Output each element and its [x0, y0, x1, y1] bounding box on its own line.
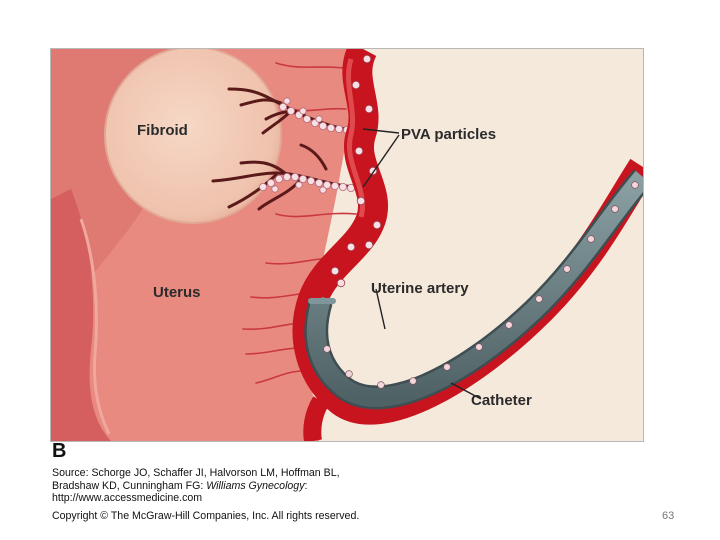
- catheter-particles: [323, 181, 639, 389]
- pva-particles-lower: [258, 173, 355, 194]
- leader-lines: [362, 128, 482, 400]
- source-url: http://www.accessmedicine.com: [52, 492, 203, 504]
- uterine-cavity: [51, 189, 111, 441]
- label-uterine-artery: Uterine artery: [371, 280, 469, 297]
- illustration-svg: Fibroid PVA particles Uterus Uterine art…: [51, 49, 643, 441]
- artery-tail: [303, 396, 329, 441]
- source-book-title: Williams Gynecology: [206, 479, 305, 492]
- panel-letter: B: [52, 440, 67, 462]
- embolization-illustration: Fibroid PVA particles Uterus Uterine art…: [50, 48, 644, 442]
- label-uterus: Uterus: [153, 284, 201, 301]
- uterine-cavity-highlight: [79, 218, 111, 435]
- label-catheter: Catheter: [471, 392, 532, 409]
- label-pva-particles: PVA particles: [401, 126, 496, 143]
- source-line-1: Source: Schorge JO, Schaffer JI, Halvors…: [52, 467, 340, 479]
- copyright-line: Copyright © The McGraw-Hill Companies, I…: [52, 509, 360, 522]
- source-line-2: Bradshaw KD, Cunningham FG: Williams Gyn…: [52, 480, 359, 493]
- uterine-artery-highlight: [345, 58, 365, 218]
- source-citation: Source: Schorge JO, Schaffer JI, Halvors…: [52, 467, 359, 522]
- label-fibroid: Fibroid: [137, 122, 188, 139]
- lower-vessel-branch: [211, 143, 358, 211]
- fibroid: [104, 49, 282, 224]
- slide-number: 63: [662, 510, 675, 522]
- source-line-2-prefix: Bradshaw KD, Cunningham FG:: [52, 479, 207, 492]
- source-line-2-suffix: :: [304, 479, 308, 492]
